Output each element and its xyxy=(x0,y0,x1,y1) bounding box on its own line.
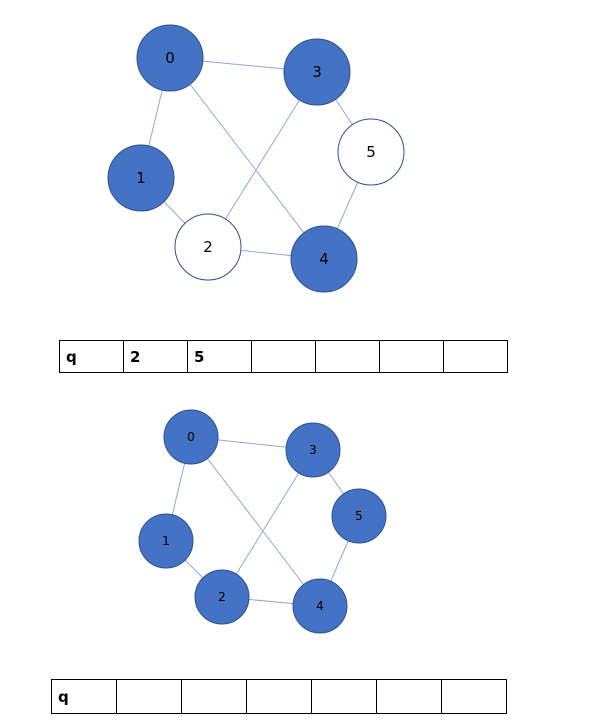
node-label-4: 4 xyxy=(316,599,324,613)
queue-row: q xyxy=(51,679,507,714)
queue-cell: q xyxy=(59,340,124,373)
queue-cell: 2 xyxy=(123,340,188,373)
queue-cell xyxy=(116,679,182,714)
node-label-3: 3 xyxy=(312,63,322,81)
queue-cell xyxy=(311,679,377,714)
node-label-0: 0 xyxy=(187,430,195,444)
node-3 xyxy=(285,422,341,478)
queue-cell xyxy=(443,340,508,373)
node-label-5: 5 xyxy=(355,509,363,523)
queue-row: q 2 5 xyxy=(59,340,508,373)
queue-cell xyxy=(251,340,316,373)
node-2 xyxy=(194,569,250,625)
node-label-1: 1 xyxy=(136,169,146,187)
node-5 xyxy=(337,118,405,186)
node-label-2: 2 xyxy=(218,590,226,604)
queue-cell xyxy=(315,340,380,373)
edge-3-2 xyxy=(207,71,318,248)
edge-0-4 xyxy=(190,436,321,607)
node-label-3: 3 xyxy=(309,443,317,457)
edge-0-4 xyxy=(169,57,325,260)
node-label-4: 4 xyxy=(319,250,329,268)
graph-2: 0 1 2 3 4 5 xyxy=(138,409,387,634)
node-5 xyxy=(331,488,387,544)
queue-table-1: q 2 5 xyxy=(59,340,508,373)
queue-cell xyxy=(181,679,247,714)
node-1 xyxy=(107,144,175,212)
edge-3-2 xyxy=(221,449,314,598)
node-label-1: 1 xyxy=(162,534,170,548)
node-label-5: 5 xyxy=(366,143,376,161)
queue-cell xyxy=(441,679,507,714)
queue-cell xyxy=(376,679,442,714)
node-1 xyxy=(138,513,194,569)
graph-1: 0 1 2 3 4 5 xyxy=(107,24,405,293)
node-4 xyxy=(290,225,358,293)
queue-cell xyxy=(379,340,444,373)
queue-table-2: q xyxy=(51,679,507,714)
node-0 xyxy=(163,409,219,465)
node-label-0: 0 xyxy=(165,49,175,67)
node-label-2: 2 xyxy=(203,238,213,256)
queue-cell xyxy=(246,679,312,714)
queue-cell: q xyxy=(51,679,117,714)
node-0 xyxy=(136,24,204,92)
node-4 xyxy=(292,578,348,634)
queue-cell: 5 xyxy=(187,340,252,373)
node-3 xyxy=(283,38,351,106)
node-2 xyxy=(174,213,242,281)
